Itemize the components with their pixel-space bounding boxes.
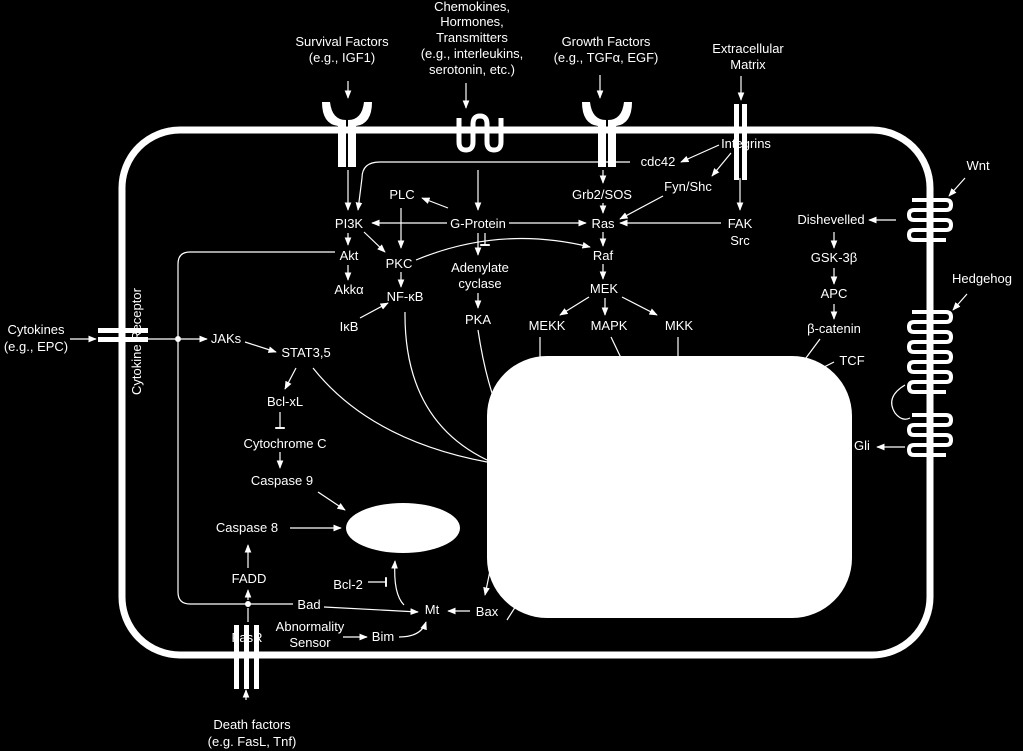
node-mt: Mt bbox=[425, 602, 440, 617]
node-bcl-2: Bcl-2 bbox=[333, 577, 363, 592]
node-ikb: IκB bbox=[340, 319, 359, 334]
integrin-receptor-icon bbox=[734, 104, 747, 180]
node-akt: Akt bbox=[340, 248, 359, 263]
hedgehog-patched-receptor-icon bbox=[906, 310, 954, 457]
node-bim: Bim bbox=[372, 629, 394, 644]
node-pi3k: PI3K bbox=[335, 216, 364, 231]
node-plc: PLC bbox=[389, 187, 414, 202]
node-mkk: MKK bbox=[665, 318, 694, 333]
node-dishevelled: Dishevelled bbox=[797, 212, 864, 227]
hedgehog-label: Hedgehog bbox=[952, 271, 1012, 286]
fasr-label: FasR bbox=[231, 630, 262, 645]
node-pka: PKA bbox=[465, 312, 491, 327]
cytokines-label: Cytokines(e.g., EPC) bbox=[4, 322, 68, 354]
node-gprotein: G-Protein bbox=[450, 216, 506, 231]
node-raf: Raf bbox=[593, 248, 614, 263]
node-stat35: STAT3,5 bbox=[281, 345, 330, 360]
node-bad: Bad bbox=[297, 597, 320, 612]
node-ras: Ras bbox=[591, 216, 615, 231]
fas-receptor-icon bbox=[234, 625, 259, 689]
node-mek: MEK bbox=[590, 281, 619, 296]
node-apc: APC bbox=[821, 286, 848, 301]
node-tcf: TCF bbox=[839, 353, 864, 368]
cytokine-receptor-icon bbox=[98, 328, 148, 342]
node-integrins: Integrins bbox=[721, 136, 771, 151]
junction-dot bbox=[245, 601, 251, 607]
node-fyn-shc: Fyn/Shc bbox=[664, 179, 712, 194]
node-src: Src bbox=[730, 233, 750, 248]
node-gli: Gli bbox=[854, 438, 870, 453]
wnt-label: Wnt bbox=[966, 158, 990, 173]
node-bax: Bax bbox=[476, 604, 499, 619]
node-nfkb: NF-κB bbox=[387, 289, 424, 304]
growth-receptor-icon bbox=[582, 102, 632, 167]
node-akka: Akkα bbox=[334, 282, 364, 297]
node-pkc: PKC bbox=[386, 256, 413, 271]
node-caspase-8: Caspase 8 bbox=[216, 520, 278, 535]
growth-factors-label: Growth Factors(e.g., TGFα, EGF) bbox=[554, 34, 659, 65]
node-bcl-xl: Bcl-xL bbox=[267, 394, 303, 409]
death-factors-label: Death factors(e.g. FasL, Tnf) bbox=[208, 717, 297, 749]
chemokines-label: Chemokines,Hormones,Transmitters(e.g., i… bbox=[421, 0, 524, 77]
node-grb2-sos: Grb2/SOS bbox=[572, 187, 632, 202]
survival-factors-label: Survival Factors(e.g., IGF1) bbox=[295, 34, 389, 65]
node-cytochrome-c: Cytochrome C bbox=[243, 436, 326, 451]
cytokine-receptor-label: Cytokine Receptor bbox=[129, 287, 144, 395]
node-jaks: JAKs bbox=[211, 331, 242, 346]
node-gsk3b: GSK-3β bbox=[811, 250, 858, 265]
node-mekk: MEKK bbox=[529, 318, 566, 333]
node-fak: FAK bbox=[728, 216, 753, 231]
node-mapk: MAPK bbox=[591, 318, 628, 333]
survival-receptor-icon bbox=[322, 102, 372, 167]
pathway-connectors bbox=[70, 75, 968, 700]
node-caspase-9: Caspase 9 bbox=[251, 473, 313, 488]
node-cdc42: cdc42 bbox=[641, 154, 676, 169]
node-fadd: FADD bbox=[232, 571, 267, 586]
gpcr-receptor-icon bbox=[456, 113, 504, 153]
wnt-frizzled-receptor-icon bbox=[906, 198, 954, 242]
mitochondrion bbox=[346, 503, 460, 553]
node-b-catenin: β-catenin bbox=[807, 321, 861, 336]
nucleus bbox=[487, 356, 852, 618]
